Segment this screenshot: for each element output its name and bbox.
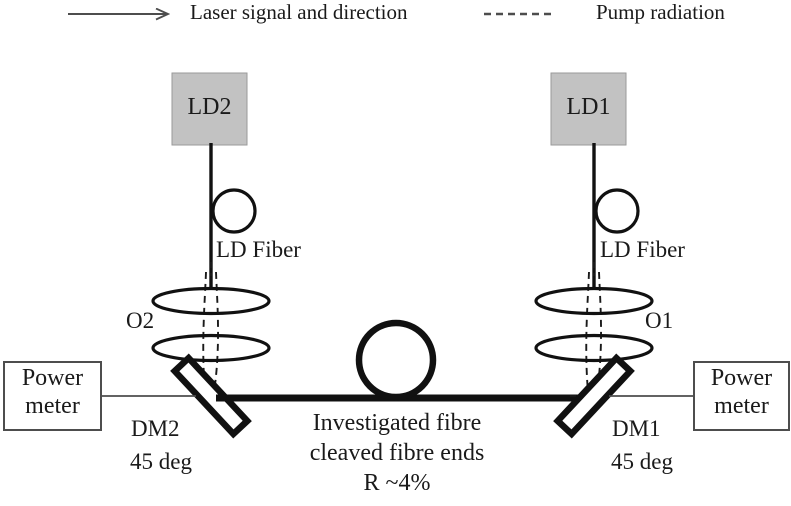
ld-fiber-right-label: LD Fiber xyxy=(600,237,685,262)
sample-label-line1: Investigated fibre xyxy=(312,410,482,436)
sample-label-line3: R ~4% xyxy=(363,470,431,496)
o2-label: O2 xyxy=(126,308,155,333)
investigated-fibre xyxy=(216,319,578,402)
o1-lens-lower xyxy=(534,333,654,363)
ld-fiber-left-label: LD Fiber xyxy=(216,237,301,262)
o1-label: O1 xyxy=(645,308,674,333)
dm2-angle-label: 45 deg xyxy=(130,449,192,474)
power-meter-right-line2: meter xyxy=(714,393,769,419)
o2-lens-lower xyxy=(151,333,271,363)
sample-label-line2: cleaved fibre ends xyxy=(309,440,485,466)
power-meter-right-box xyxy=(693,361,790,431)
legend-laser-label: Laser signal and direction xyxy=(190,0,408,24)
power-meter-left-box xyxy=(3,361,102,431)
power-meter-left-line2: meter xyxy=(25,393,80,419)
ld2-label: LD2 xyxy=(187,94,232,120)
ld1-fiber-loop xyxy=(594,188,640,234)
dm2-label: DM2 xyxy=(131,416,180,441)
dm1-angle-label: 45 deg xyxy=(611,449,673,474)
o1-lens-upper xyxy=(534,286,654,316)
dm2-mirror xyxy=(170,353,252,439)
ld1-label: LD1 xyxy=(566,94,611,120)
power-meter-left-line1: Power xyxy=(21,365,84,391)
dm1-mirror xyxy=(553,353,635,439)
o2-lens-group xyxy=(151,286,271,363)
ld1-branch xyxy=(550,72,640,288)
ld1-box xyxy=(550,72,627,146)
o1-lens-group xyxy=(534,286,654,363)
o2-lens-upper xyxy=(151,286,271,316)
fibre-loop xyxy=(355,319,437,401)
power-meter-right-line1: Power xyxy=(710,365,773,391)
ld2-fiber-loop xyxy=(211,188,257,234)
legend-pump-label: Pump radiation xyxy=(596,0,725,24)
dm1-label: DM1 xyxy=(612,416,661,441)
